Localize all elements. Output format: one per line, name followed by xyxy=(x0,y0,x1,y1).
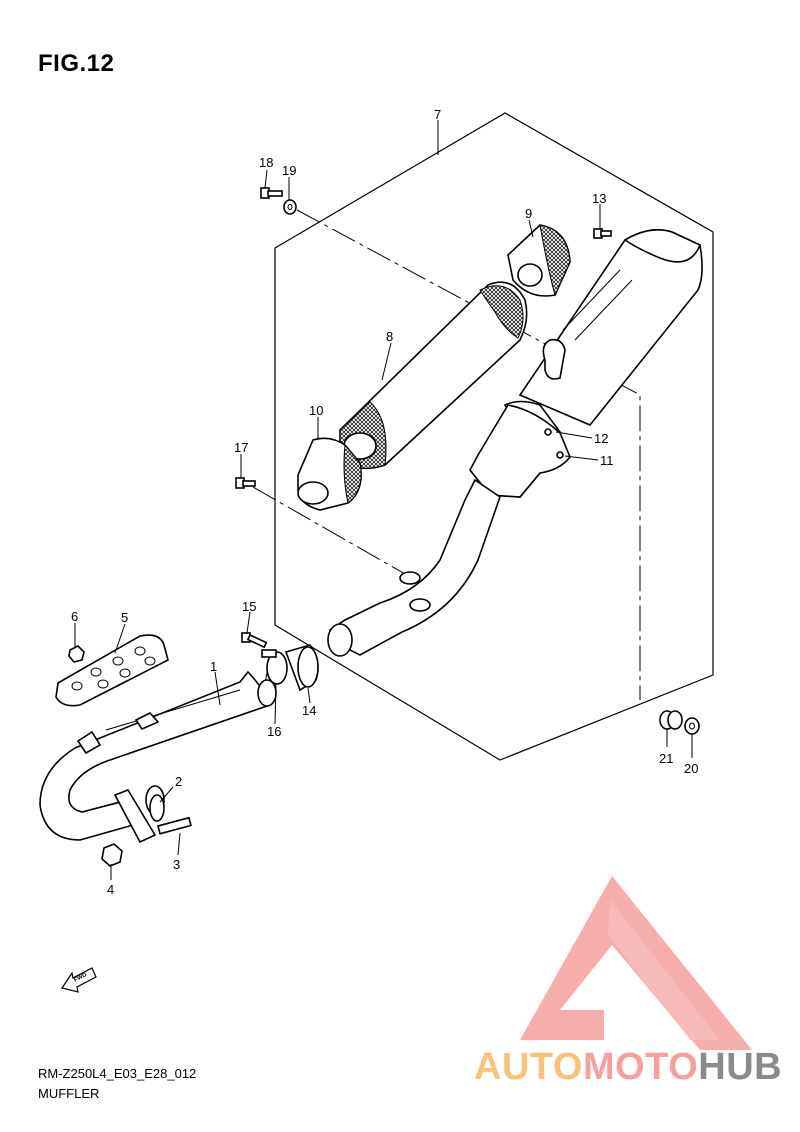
gasket xyxy=(149,794,165,822)
callout-14: 14 xyxy=(302,703,316,718)
muffler-bolt-18 xyxy=(260,187,283,199)
figure-code: RM-Z250L4_E03_E28_012 xyxy=(38,1066,197,1081)
muffler-bolt-17 xyxy=(235,477,256,489)
watermark-hub: HUB xyxy=(698,1046,783,1088)
callout-18: 18 xyxy=(259,155,273,170)
muffler-bolt-13 xyxy=(593,228,612,239)
callout-5: 5 xyxy=(121,610,128,625)
washer-20 xyxy=(684,717,700,735)
end-cone xyxy=(507,224,571,297)
callout-19: 19 xyxy=(282,163,296,178)
watermark-auto: AUTO xyxy=(474,1046,583,1088)
callout-8: 8 xyxy=(386,329,393,344)
connector-pipe xyxy=(284,644,319,692)
washer-19 xyxy=(283,199,297,215)
callout-13: 13 xyxy=(592,191,606,206)
callout-17: 17 xyxy=(234,440,248,455)
muffler-body xyxy=(327,229,703,657)
automotohub-logo-icon xyxy=(520,876,752,1050)
callout-11: 11 xyxy=(600,453,614,468)
fwd-arrow-icon: FWD xyxy=(61,967,97,993)
collar-21 xyxy=(659,710,683,730)
alignment-line-bolt-17 xyxy=(252,486,413,579)
watermark-moto: MOTO xyxy=(582,1046,699,1088)
inner-cap xyxy=(297,437,362,511)
callout-7: 7 xyxy=(434,107,441,122)
leader-lines xyxy=(74,120,693,880)
callout-9: 9 xyxy=(525,206,532,221)
callout-20: 20 xyxy=(684,761,698,776)
watermark-text: AUTOMOTOHUB xyxy=(474,1046,782,1089)
nut xyxy=(101,843,123,867)
shield-nut xyxy=(68,645,85,663)
alignment-line-bolt-18 xyxy=(296,209,641,700)
callout-16: 16 xyxy=(267,724,281,739)
clamp-bolt xyxy=(241,632,268,649)
callout-21: 21 xyxy=(659,751,673,766)
callout-6: 6 xyxy=(71,609,78,624)
callout-1: 1 xyxy=(210,659,217,674)
exhaust-pipe xyxy=(39,670,277,844)
pipe-clamp xyxy=(261,649,288,685)
callout-10: 10 xyxy=(309,403,323,418)
heat-shield xyxy=(55,634,169,707)
figure-title: FIG.12 xyxy=(38,50,115,77)
callout-12: 12 xyxy=(594,431,608,446)
callout-3: 3 xyxy=(173,857,180,872)
assembly-frame xyxy=(274,112,714,761)
callout-2: 2 xyxy=(175,774,182,789)
callout-15: 15 xyxy=(242,599,256,614)
figure-name: MUFFLER xyxy=(38,1086,100,1101)
callout-4: 4 xyxy=(107,882,114,897)
stud-bolt xyxy=(157,816,192,835)
